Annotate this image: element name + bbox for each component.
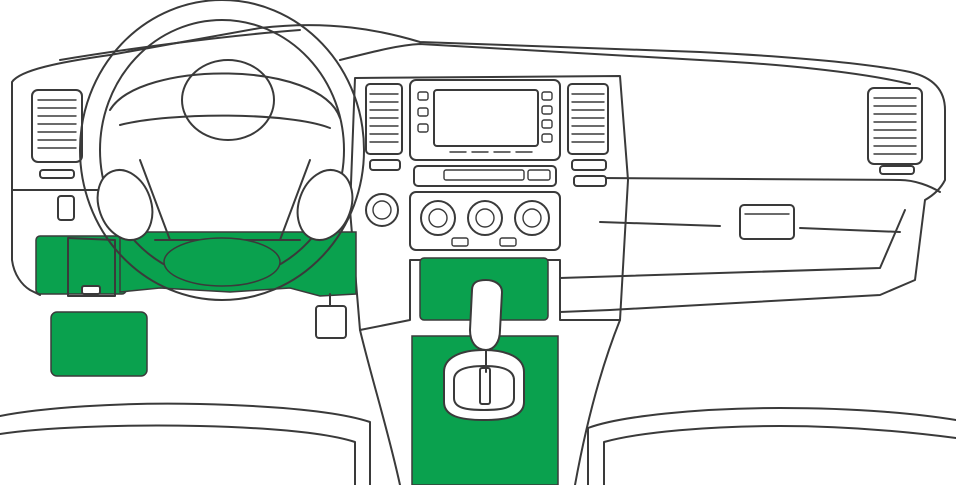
radio-head-unit-icon [410, 80, 560, 186]
center-left-vent-icon [366, 84, 402, 170]
right-vent-icon [868, 88, 922, 174]
climate-panel [410, 192, 560, 250]
left-seat-icon [0, 404, 370, 485]
left-switch [58, 196, 74, 220]
hood-release-icon [82, 286, 100, 294]
glovebox-handle-icon [740, 205, 794, 239]
right-seat-icon [588, 408, 956, 485]
left-vent-icon [32, 90, 82, 178]
driver-floor-mat[interactable] [51, 312, 147, 376]
pedal-icon [316, 294, 346, 338]
hazard-knob-icon [366, 194, 398, 226]
dash-right-lower [560, 210, 905, 278]
climate-knob-icon [421, 201, 549, 235]
console-right-side [575, 320, 620, 485]
center-right-vent-icon [568, 84, 608, 186]
steering-wheel-hub[interactable] [164, 238, 280, 286]
console-left-side [360, 330, 400, 485]
